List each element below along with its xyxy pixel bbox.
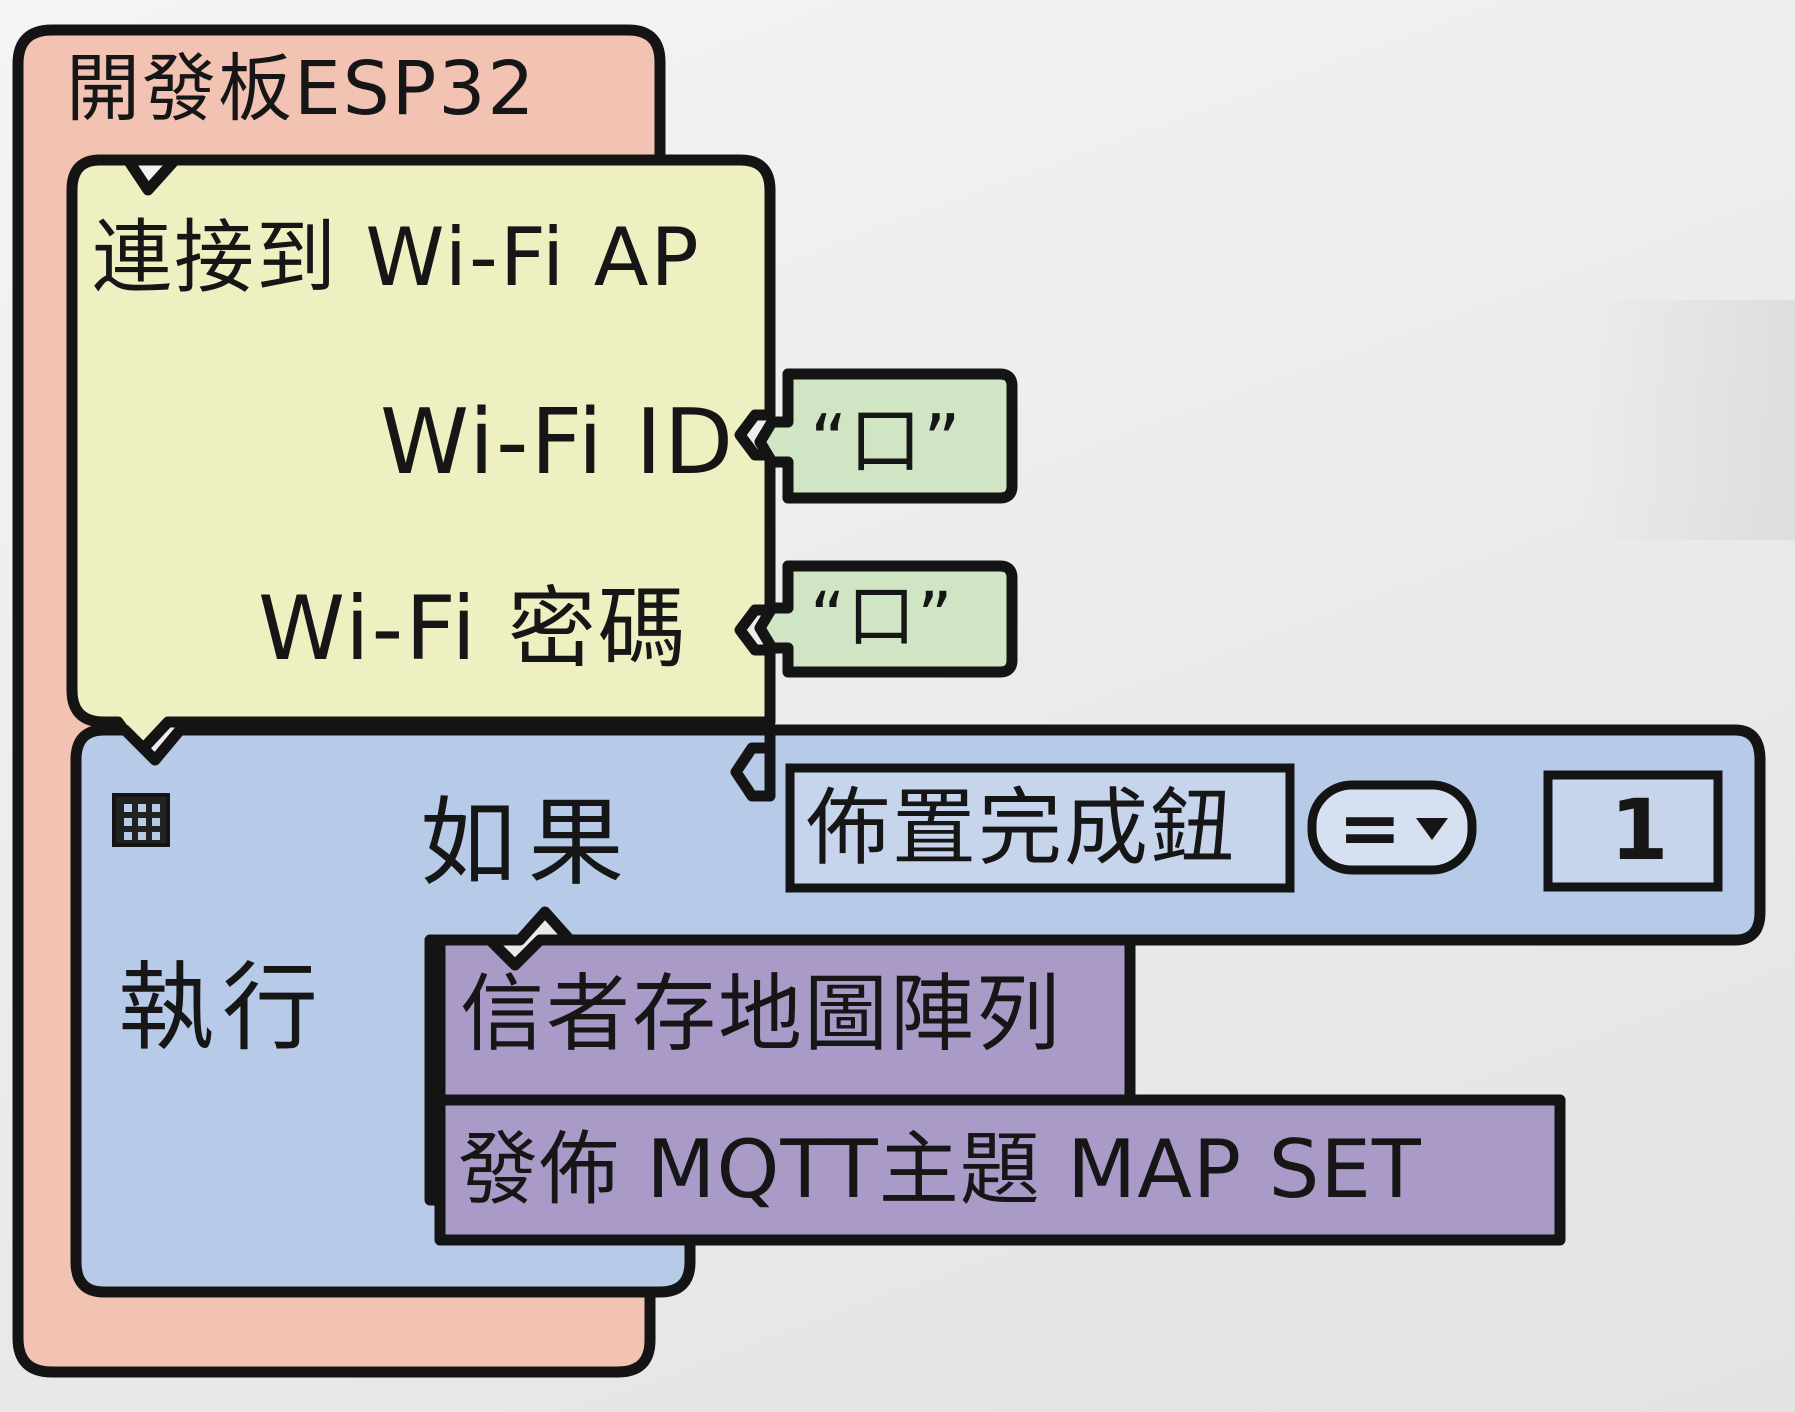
wifi-connect-title: 連接到 Wi-Fi AP [92, 211, 701, 304]
wifi-password-label: Wi-Fi 密碼 [258, 577, 688, 680]
publish-mqtt-block[interactable] [434, 1094, 1566, 1246]
operator-value: = [1338, 783, 1404, 872]
condition-field[interactable] [785, 763, 1295, 893]
operand-field[interactable] [1543, 770, 1723, 892]
chevron-down-icon [1416, 818, 1448, 840]
condition-label: 佈置完成鈕 [806, 779, 1237, 877]
wifi-id-input[interactable] [754, 368, 1018, 504]
wifi-connect-block[interactable] [66, 154, 776, 758]
operator-dropdown[interactable] [1307, 780, 1477, 875]
publish-label: 發佈 MQTT主題 MAP SET [458, 1123, 1422, 1216]
paper-glare [1585, 300, 1795, 540]
wifi-password-input[interactable] [754, 560, 1018, 678]
do-label: 執行 [118, 952, 326, 1064]
wifi-id-label: Wi-Fi ID [380, 390, 736, 495]
board-title: 開發板ESP32 [66, 46, 537, 132]
if-label: 如果 [420, 787, 636, 899]
store-label: 信者存地圖陣列 [460, 965, 1063, 1063]
wifi-id-value: “口” [810, 399, 963, 483]
operand-value: 1 [1610, 781, 1671, 879]
gear-icon-dots [124, 804, 160, 840]
wifi-password-value: “口” [810, 578, 955, 657]
